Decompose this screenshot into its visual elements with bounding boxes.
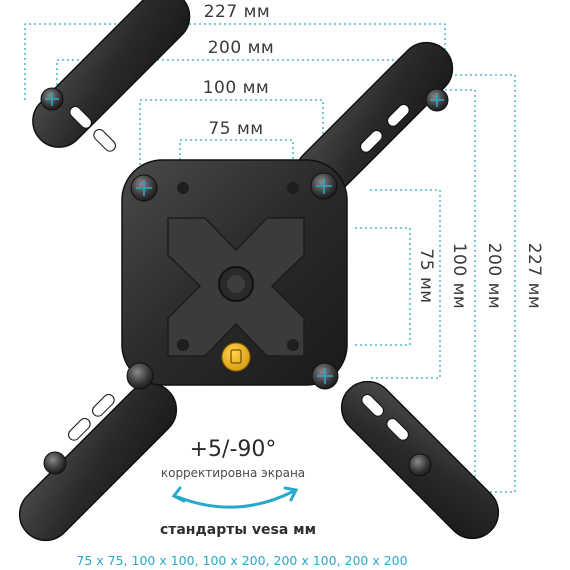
dim-label-200-vertical: 200 мм bbox=[484, 238, 504, 314]
dim-label-75-horizontal: 75 мм bbox=[204, 119, 268, 139]
dim-line-75-v bbox=[355, 227, 411, 346]
dim-label-227-vertical: 227 мм bbox=[524, 238, 544, 314]
arm-bottom-left bbox=[18, 382, 178, 542]
vesa-standards-title: стандарты vesa мм bbox=[159, 522, 317, 538]
horizontal-dimension-lines bbox=[24, 23, 446, 180]
arm-top-left bbox=[32, 0, 191, 148]
dim-label-100-vertical: 100 мм bbox=[449, 238, 469, 314]
dim-line-100-v bbox=[370, 189, 441, 379]
tilt-caption: корректировна экрана bbox=[160, 466, 306, 480]
dim-label-227-horizontal: 227 мм bbox=[199, 2, 275, 22]
dim-label-200-horizontal: 200 мм bbox=[203, 38, 279, 58]
tilt-angle: +5/-90° bbox=[189, 437, 277, 462]
rotation-arrow bbox=[171, 486, 299, 509]
tilt-knob bbox=[221, 342, 251, 372]
dim-line-200-h bbox=[56, 59, 426, 100]
dim-line-100-h bbox=[139, 99, 324, 180]
dim-line-75-h bbox=[179, 139, 294, 170]
center-plate bbox=[121, 159, 348, 386]
bolts bbox=[40, 87, 449, 477]
dim-label-100-horizontal: 100 мм bbox=[198, 78, 274, 98]
bolt-markers bbox=[45, 92, 444, 384]
vesa-standards-list: 75 x 75, 100 x 100, 100 x 200, 200 x 100… bbox=[76, 553, 408, 568]
dim-line-227-h bbox=[24, 23, 446, 100]
dim-label-75-vertical: 75 мм bbox=[416, 244, 436, 308]
arm-slots bbox=[68, 104, 410, 441]
dim-line-200-v bbox=[440, 89, 476, 481]
